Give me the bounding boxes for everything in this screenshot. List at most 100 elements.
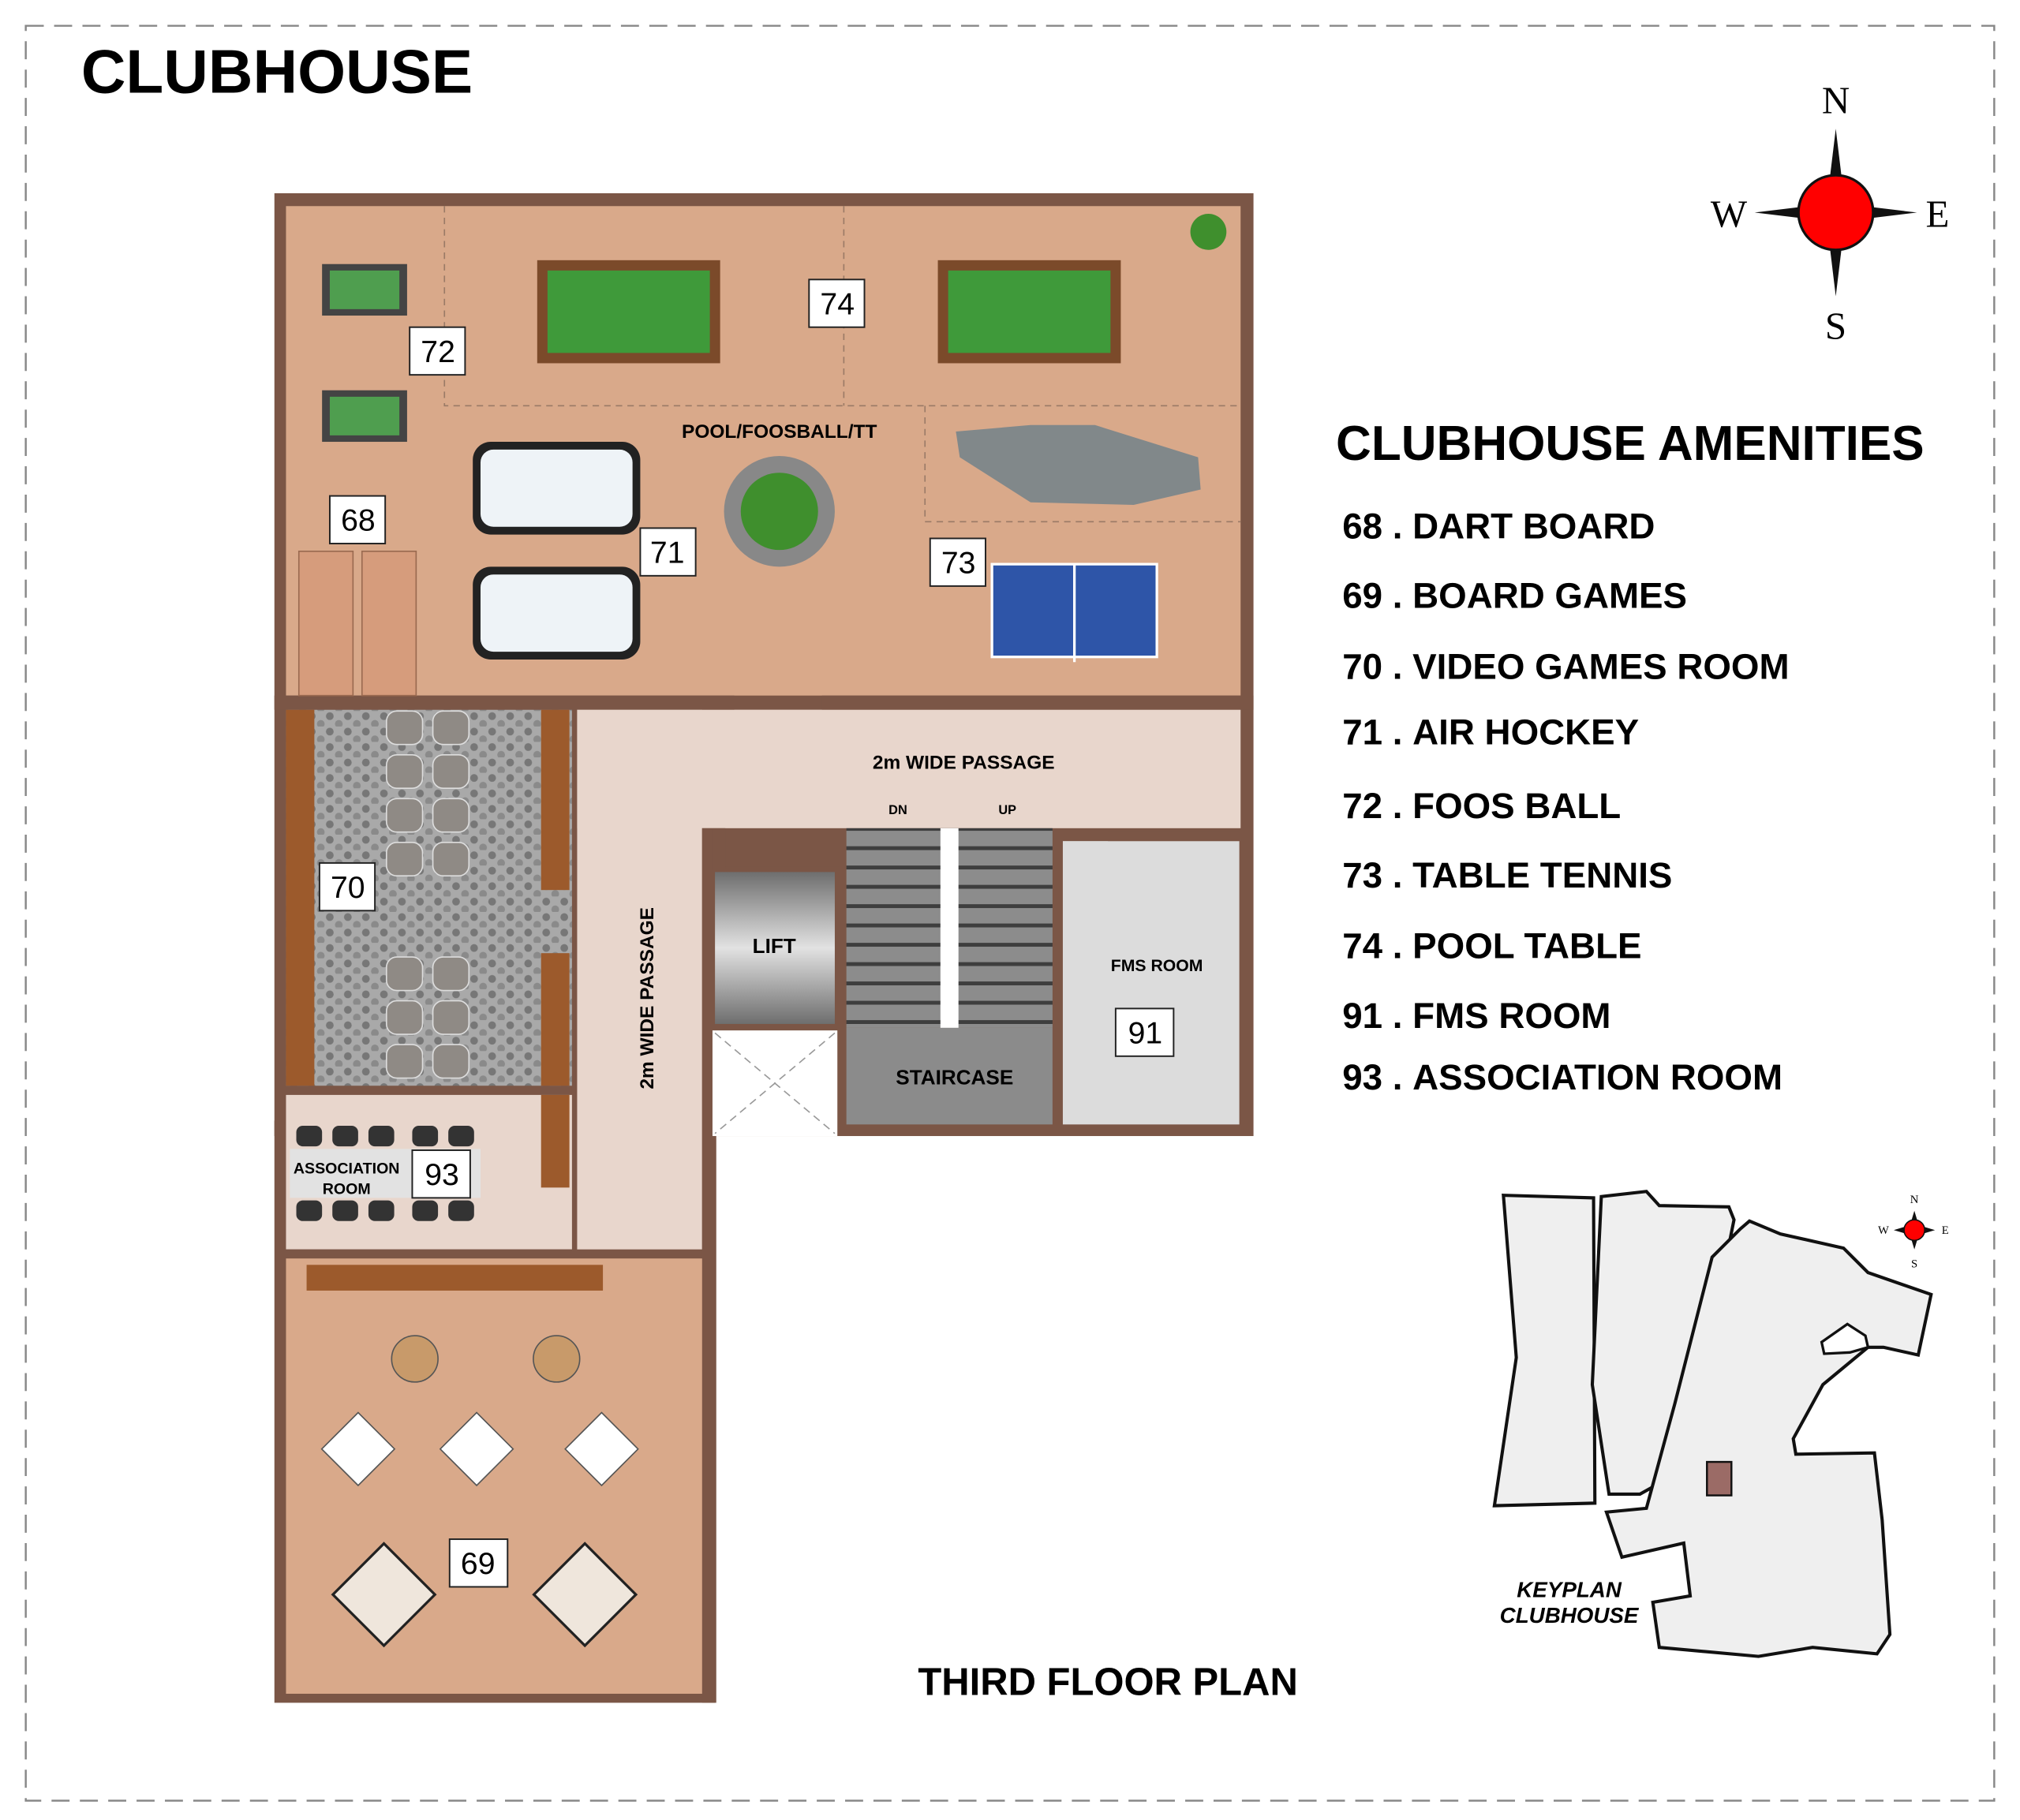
planter [724, 455, 835, 567]
svg-text:93 . ASSOCIATION ROOM: 93 . ASSOCIATION ROOM [1342, 1057, 1782, 1097]
legend-num: 73 [1342, 855, 1382, 895]
tag-71: 71 [639, 527, 697, 577]
room-label-lift: LIFT [753, 934, 796, 958]
carrom-boards [331, 1542, 638, 1648]
svg-text:93: 93 [425, 1158, 459, 1192]
room-label-pool: POOL/FOOSBALL/TT [682, 421, 877, 443]
legend-item: 70 . VIDEO GAMES ROOM [1342, 646, 1789, 686]
svg-text:68 . DART BOARD: 68 . DART BOARD [1342, 506, 1655, 546]
legend-label: DART BOARD [1412, 506, 1655, 546]
page-title: CLUBHOUSE [81, 37, 473, 107]
tag-93: 93 [411, 1149, 471, 1199]
legend-num: 70 [1342, 646, 1382, 686]
legend-num: 93 [1342, 1057, 1382, 1097]
tag-73: 73 [929, 537, 986, 587]
legend-item: 68 . DART BOARD [1342, 506, 1655, 546]
legend-num: 71 [1342, 712, 1382, 753]
legend-item: 71 . AIR HOCKEY [1342, 712, 1639, 753]
amenities-legend: CLUBHOUSE AMENITIES 68 . DART BOARD 69 .… [1336, 417, 1925, 1097]
svg-text:W: W [1878, 1224, 1889, 1237]
room-label-passage-vertical: 2m WIDE PASSAGE [637, 907, 658, 1089]
legend-item: 93 . ASSOCIATION ROOM [1342, 1057, 1782, 1097]
svg-text:73: 73 [941, 547, 976, 581]
room-label-passage-horizontal: 2m WIDE PASSAGE [873, 753, 1055, 774]
compass-north: N [1822, 79, 1850, 122]
staircase-landing [846, 1027, 1053, 1125]
air-hockey-table [473, 442, 641, 535]
legend-num: 68 [1342, 506, 1382, 546]
fms-room [1062, 841, 1240, 1125]
keyplan-label-1: KEYPLAN [1517, 1578, 1622, 1602]
svg-text:74: 74 [820, 287, 855, 321]
air-hockey-table [473, 566, 641, 660]
legend-label: ASSOCIATION ROOM [1412, 1057, 1782, 1097]
svg-text:68: 68 [341, 504, 376, 538]
svg-text:91: 91 [1128, 1016, 1163, 1050]
legend-num: 69 [1342, 576, 1382, 616]
svg-text:69: 69 [461, 1547, 496, 1581]
building-plan: POOL/FOOSBALL/TT 2m WIDE PASSAGE 2m WIDE… [274, 192, 1254, 1703]
room-label-association-1: ASSOCIATION [294, 1160, 400, 1177]
svg-text:72 . FOOS BALL: 72 . FOOS BALL [1342, 786, 1621, 826]
keyplan-block [1492, 1194, 1597, 1508]
tag-69: 69 [448, 1538, 509, 1588]
svg-text:74 . POOL TABLE: 74 . POOL TABLE [1342, 926, 1641, 966]
tag-68: 68 [328, 495, 387, 544]
keyplan-label-2: CLUBHOUSE [1500, 1603, 1640, 1628]
svg-text:72: 72 [421, 335, 455, 369]
svg-text:71: 71 [650, 536, 685, 570]
legend-label: FOOS BALL [1412, 786, 1621, 826]
compass-south: S [1825, 304, 1846, 347]
legend-num: 74 [1342, 926, 1382, 966]
room-label-association-2: ROOM [323, 1181, 371, 1198]
dart-board-panel [297, 550, 354, 697]
amenities-heading: CLUBHOUSE AMENITIES [1336, 417, 1925, 471]
legend-num: 72 [1342, 786, 1382, 826]
foosball-table [322, 390, 407, 443]
keyplan-clubhouse-marker [1706, 1460, 1733, 1497]
tag-72: 72 [409, 326, 466, 376]
legend-label: TABLE TENNIS [1412, 855, 1672, 895]
legend-label: POOL TABLE [1412, 926, 1641, 966]
compass-east: E [1926, 192, 1950, 235]
keyplan-compass-icon: N S W E [1878, 1194, 1949, 1271]
cafe-tables [391, 1335, 581, 1383]
compass-west: W [1711, 192, 1748, 235]
room-label-fms: FMS ROOM [1111, 957, 1203, 975]
stair-down-label: DN [888, 803, 907, 817]
svg-text:N: N [1910, 1194, 1919, 1206]
passage-vertical [577, 709, 702, 1251]
legend-label: VIDEO GAMES ROOM [1412, 646, 1789, 686]
svg-text:S: S [1911, 1258, 1917, 1271]
legend-num: 91 [1342, 996, 1382, 1036]
svg-text:E: E [1942, 1224, 1949, 1237]
plan-caption: THIRD FLOOR PLAN [918, 1661, 1298, 1704]
svg-text:69 . BOARD GAMES: 69 . BOARD GAMES [1342, 576, 1687, 616]
dart-board-panel [361, 550, 417, 697]
stair-up-label: UP [998, 803, 1016, 817]
legend-item: 91 . FMS ROOM [1342, 996, 1610, 1036]
keyplan: N S W E KEYPLAN CLUBHOUSE [1492, 1190, 1949, 1658]
svg-text:70: 70 [331, 871, 365, 905]
svg-text:73 . TABLE TENNIS: 73 . TABLE TENNIS [1342, 855, 1672, 895]
pool-table [937, 260, 1121, 364]
tag-74: 74 [808, 278, 866, 328]
foosball-table [322, 263, 407, 316]
svg-text:91 . FMS ROOM: 91 . FMS ROOM [1342, 996, 1610, 1036]
lounge-seating [956, 424, 1201, 506]
tag-91: 91 [1114, 1007, 1175, 1057]
legend-item: 69 . BOARD GAMES [1342, 576, 1687, 616]
compass-icon: N S W E [1711, 79, 1950, 348]
lift [709, 866, 840, 1030]
legend-item: 74 . POOL TABLE [1342, 926, 1641, 966]
table-tennis-table [990, 562, 1158, 663]
legend-label: FMS ROOM [1412, 996, 1610, 1036]
room-label-staircase: STAIRCASE [896, 1066, 1013, 1089]
svg-text:71 . AIR HOCKEY: 71 . AIR HOCKEY [1342, 712, 1639, 753]
legend-label: AIR HOCKEY [1412, 712, 1639, 753]
svg-text:70 . VIDEO GAMES ROOM: 70 . VIDEO GAMES ROOM [1342, 646, 1789, 686]
legend-label: BOARD GAMES [1412, 576, 1687, 616]
legend-item: 73 . TABLE TENNIS [1342, 855, 1672, 895]
legend-item: 72 . FOOS BALL [1342, 786, 1621, 826]
